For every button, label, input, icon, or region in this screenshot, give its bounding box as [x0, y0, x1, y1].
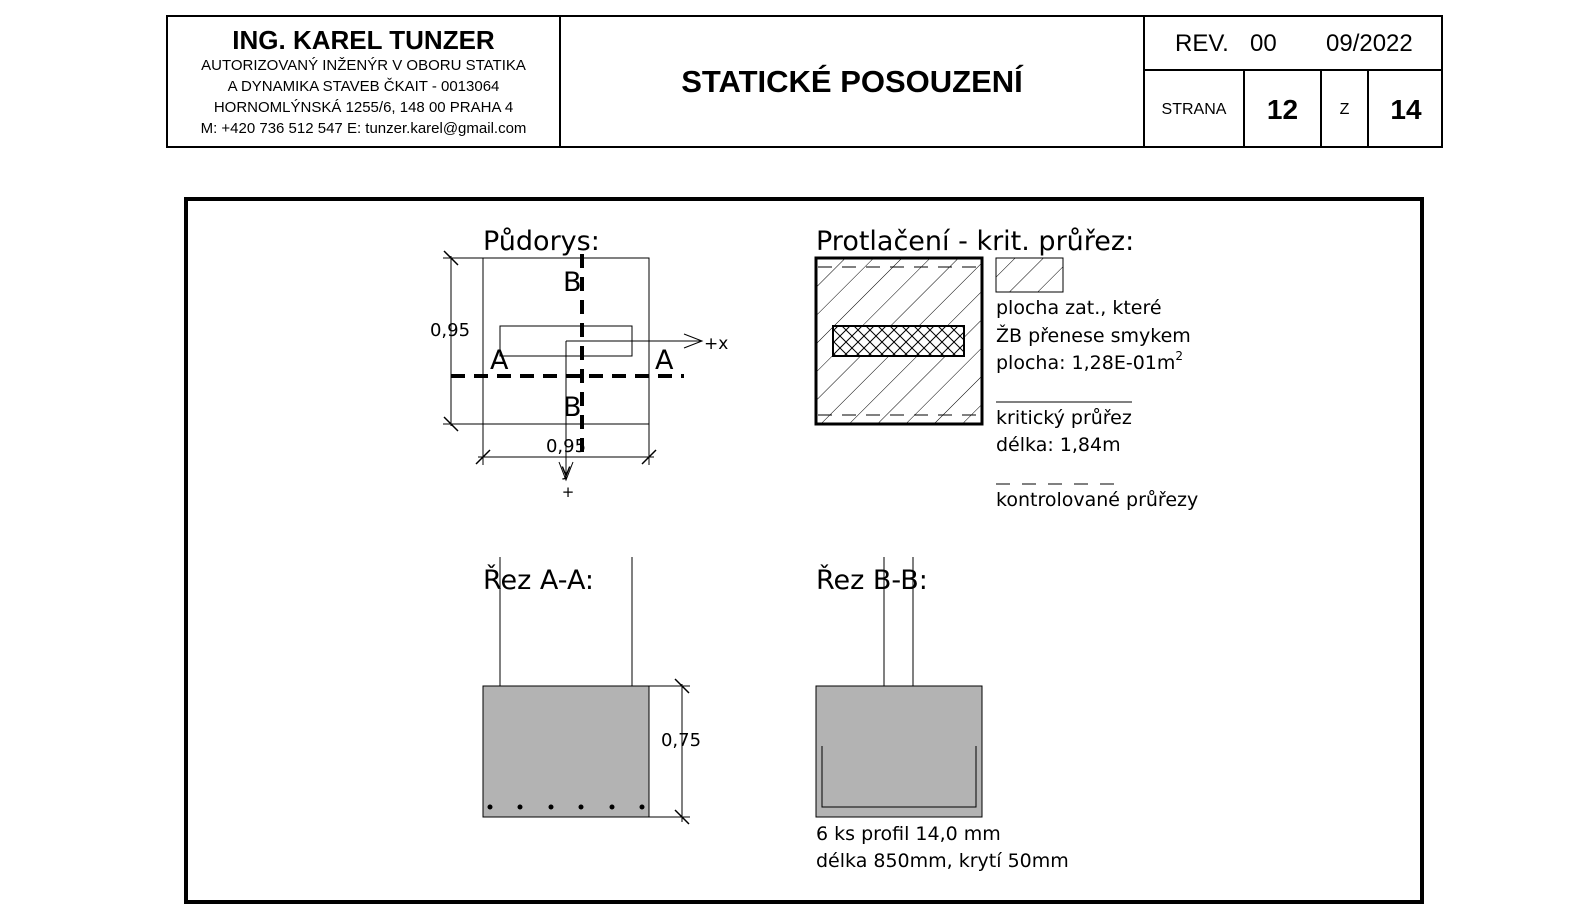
of-label: Z — [1322, 71, 1369, 148]
column-load-area — [832, 325, 965, 357]
dim-tick — [674, 809, 690, 825]
section-a-left-label: A — [490, 345, 509, 376]
rebar-dots — [487, 804, 645, 810]
rebar-dot — [548, 804, 554, 810]
x-axis-label: +x — [704, 334, 728, 354]
document-title: STATICKÉ POSOUZENÍ — [681, 63, 1023, 99]
revision-date: 09/2022 — [1326, 30, 1413, 57]
section-a-right-label: A — [655, 345, 674, 376]
legend-hatch-swatch — [995, 257, 1064, 293]
rebar-dot — [639, 804, 645, 810]
footing-section-aa — [482, 685, 650, 818]
dim-tick — [641, 449, 657, 465]
document-title-cell: STATICKÉ POSOUZENÍ — [561, 17, 1145, 146]
punching-view: Protlačení - krit. průřez: plocha zat., … — [814, 226, 1198, 511]
legend-area-text: plocha: 1,28E-01m2 — [996, 349, 1183, 374]
legend-critical-text-2: délka: 1,84m — [996, 434, 1121, 456]
rebar-profile — [821, 746, 977, 808]
dim-tick — [443, 416, 459, 432]
section-b-top-label: B — [563, 267, 582, 298]
legend-hatch-text-2: ŽB přenese smykem — [996, 324, 1191, 347]
legend-critical-text-1: kritický průřez — [996, 407, 1132, 429]
dim-tick — [475, 449, 491, 465]
section-b-bottom-label: B — [563, 392, 582, 423]
engineer-qualification-1: AUTORIZOVANÝ INŽENÝR V OBORU STATIKA — [201, 57, 526, 74]
plan-view: Půdorys: +x y + A A B B 0,95 0,95 — [430, 226, 728, 501]
plan-title: Půdorys: — [483, 226, 600, 257]
dim-height-label: 0,75 — [661, 730, 701, 751]
footing-section-bb — [815, 685, 983, 818]
legend-hatch-text-1: plocha zat., které — [996, 297, 1162, 319]
y-axis-sign: + — [562, 483, 575, 501]
drawing-frame — [184, 197, 1424, 904]
revision-number: 00 — [1250, 30, 1277, 57]
section-bb-view: Řez B-B: 6 ks profil 14,0 mm délka 850mm… — [815, 557, 1069, 872]
revision-block: REV. 00 09/2022 STRANA 12 Z 14 — [1145, 17, 1443, 148]
section-aa-title: Řez A-A: — [483, 564, 594, 596]
page-label: STRANA — [1145, 71, 1245, 148]
engineer-name: ING. KAREL TUNZER — [232, 25, 495, 55]
rebar-dot — [578, 804, 584, 810]
rebar-dot — [609, 804, 615, 810]
x-axis-arrow — [683, 333, 704, 349]
revision-row: REV. 00 09/2022 — [1145, 17, 1443, 71]
engineer-contact: M: +420 736 512 547 E: tunzer.karel@gmai… — [200, 120, 527, 137]
page-row: STRANA 12 Z 14 — [1145, 71, 1443, 148]
rebar-dot — [517, 804, 523, 810]
rebar-note-1: 6 ks profil 14,0 mm — [816, 823, 1001, 845]
section-aa-view: Řez A-A: 0,75 — [482, 557, 701, 825]
dim-tick — [443, 250, 459, 266]
legend-controlled-text: kontrolované průřezy — [996, 489, 1198, 511]
rebar-dot — [487, 804, 493, 810]
y-axis-label: y — [561, 461, 571, 481]
revision-label: REV. — [1175, 30, 1229, 57]
page-number: 12 — [1245, 71, 1322, 148]
dim-tick — [674, 678, 690, 694]
engineer-info: ING. KAREL TUNZER AUTORIZOVANÝ INŽENÝR V… — [168, 17, 561, 146]
page-total: 14 — [1390, 93, 1422, 125]
punching-title: Protlačení - krit. průřez: — [816, 226, 1134, 257]
y-axis-arrow — [558, 461, 574, 482]
section-bb-title: Řez B-B: — [816, 564, 928, 596]
title-block: ING. KAREL TUNZER AUTORIZOVANÝ INŽENÝR V… — [166, 15, 1443, 148]
engineer-qualification-2: A DYNAMIKA STAVEB ČKAIT - 0013064 — [227, 78, 500, 95]
engineer-address: HORNOMLÝNSKÁ 1255/6, 148 00 PRAHA 4 — [213, 99, 514, 116]
rebar-note-2: délka 850mm, krytí 50mm — [816, 850, 1069, 872]
dim-horizontal-label: 0,95 — [546, 436, 586, 457]
dim-vertical-label: 0,95 — [430, 320, 470, 341]
